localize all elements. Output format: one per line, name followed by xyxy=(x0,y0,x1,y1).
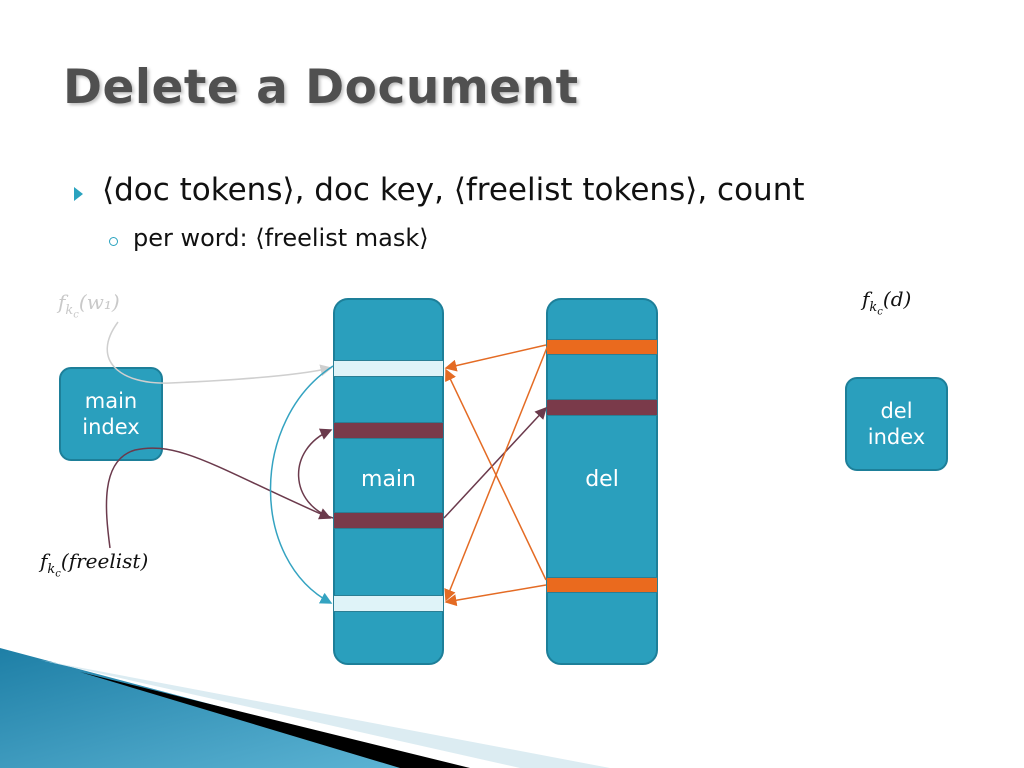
main-column-label: main xyxy=(361,467,416,492)
del-column-label: del xyxy=(585,467,619,492)
main-slot-middle xyxy=(333,512,444,529)
bullet-sub-text: per word: ⟨freelist mask⟩ xyxy=(133,224,429,252)
main-slot-bottom xyxy=(333,595,444,612)
arrow-del-top-to-main-top xyxy=(444,344,547,372)
arrow-del-top-to-main-bottom xyxy=(444,344,549,602)
bullet-ring-icon xyxy=(109,237,118,246)
bullet-main-text: ⟨doc tokens⟩, doc key, ⟨freelist tokens⟩… xyxy=(102,172,805,208)
main-slot-top xyxy=(333,360,444,377)
main-slot-freelist xyxy=(333,422,444,439)
arrow-main-top-to-bottom xyxy=(269,365,334,604)
label-f-freelist: fkc(freelist) xyxy=(40,549,149,580)
bullet-arrow-icon xyxy=(74,187,83,201)
del-column xyxy=(546,298,658,665)
label-f-d: fkc(d) xyxy=(862,287,912,318)
arrow-del-bottom-to-main-bottom xyxy=(444,584,547,607)
arrow-main-to-del-middle xyxy=(443,406,548,519)
label-f-w1: fkc(w₁) xyxy=(58,290,120,321)
main-index-box: main index xyxy=(59,367,163,461)
arrow-fw1-to-main xyxy=(106,321,333,384)
arrow-freelist-to-main xyxy=(105,447,332,549)
del-slot-bottom xyxy=(546,577,658,593)
slide-title: Delete a Document xyxy=(63,60,579,115)
del-index-box: del index xyxy=(845,377,948,471)
arrow-main-middle-to-freelist xyxy=(297,428,334,519)
